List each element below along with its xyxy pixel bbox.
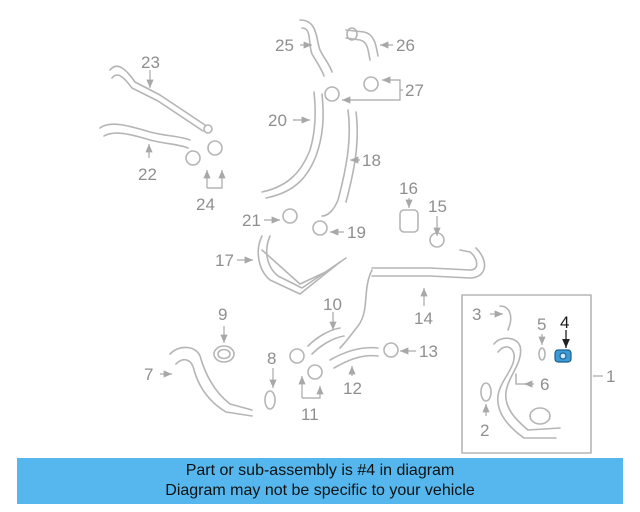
part-8-oring — [264, 390, 276, 410]
callout-13: 13 — [419, 342, 438, 361]
callout-9: 9 — [218, 305, 227, 324]
callout-27: 27 — [405, 81, 424, 100]
callout-11: 11 — [301, 405, 319, 424]
part-5-oring — [538, 347, 546, 361]
callout-15: 15 — [428, 197, 447, 216]
callout-25: 25 — [275, 36, 294, 55]
part-14-hose — [371, 249, 478, 271]
part-4-highlighted — [554, 349, 572, 363]
part-20-hose — [261, 91, 316, 193]
part-7-pipe — [169, 346, 253, 411]
part-18-hose — [321, 109, 351, 217]
part-21-clamp — [282, 208, 298, 224]
part-27-clamp — [324, 86, 340, 102]
part-26-pipe — [345, 29, 379, 57]
callout-4: 4 — [560, 313, 569, 332]
callout-14: 14 — [414, 309, 433, 328]
callout-16: 16 — [399, 179, 418, 198]
callout-17: 17 — [215, 251, 234, 270]
callout-6: 6 — [540, 375, 549, 394]
callout-20: 20 — [268, 111, 287, 130]
part-10-hose — [307, 327, 341, 347]
callout-12: 12 — [343, 379, 362, 398]
part-13-clamp — [383, 342, 399, 358]
part-25-hose — [299, 19, 333, 73]
part-1-group-box — [461, 294, 592, 454]
callout-22: 22 — [138, 165, 157, 184]
part-12-hose — [329, 346, 379, 361]
part-3-bracket — [499, 305, 512, 331]
part-11-clamp — [289, 348, 305, 364]
callout-19: 19 — [347, 223, 366, 242]
part-15-clamp — [429, 232, 445, 248]
part-9-oring — [213, 345, 235, 363]
part-24-clamp — [185, 150, 201, 166]
part-19-clamp — [312, 220, 328, 236]
callout-5: 5 — [537, 315, 546, 334]
part-2-oring — [480, 382, 492, 402]
banner-line-1: Part or sub-assembly is #4 in diagram — [185, 462, 455, 479]
callout-2: 2 — [480, 421, 489, 440]
callout-23: 23 — [141, 53, 160, 72]
callout-18: 18 — [362, 151, 381, 170]
callout-8: 8 — [267, 349, 276, 368]
part-17-pipes — [257, 235, 341, 295]
callout-3: 3 — [472, 305, 481, 324]
callout-26: 26 — [396, 36, 415, 55]
part-6-clip — [515, 373, 527, 385]
banner-line-2: Diagram may not be specific to your vehi… — [165, 482, 475, 499]
part-23-pipe — [109, 65, 206, 126]
callout-21: 21 — [242, 211, 261, 230]
callout-7: 7 — [144, 365, 153, 384]
callout-24: 24 — [196, 195, 215, 214]
callout-1: 1 — [606, 367, 615, 386]
callout-10: 10 — [323, 295, 342, 314]
part-22-hose — [99, 123, 191, 141]
info-banner: Part or sub-assembly is #4 in diagram Di… — [17, 458, 623, 504]
part-16-sleeve — [399, 209, 419, 233]
part-1-hose — [493, 337, 561, 431]
